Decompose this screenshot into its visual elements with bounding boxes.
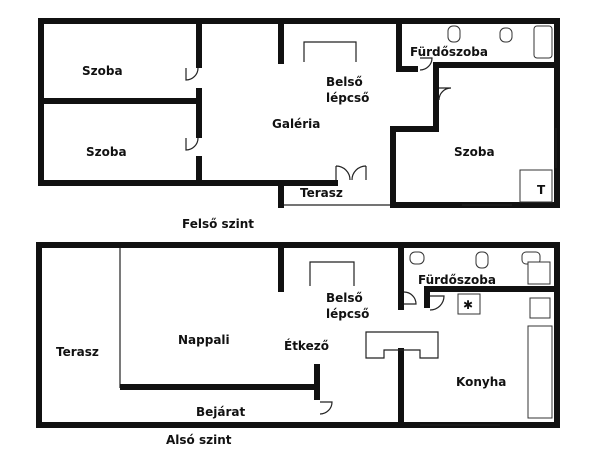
- lower-door-stair: [403, 291, 417, 305]
- lower-floor-caption: Alsó szint: [166, 433, 232, 447]
- upper-wall-left: [38, 18, 44, 186]
- upper-room2-label: Szoba: [86, 145, 127, 159]
- upper-room1-label: Szoba: [82, 64, 123, 78]
- lower-wall-bath-left: [398, 248, 404, 310]
- lower-wall-stair-stub: [278, 248, 284, 292]
- upper-room3-label: Szoba: [454, 145, 495, 159]
- upper-wall-room3-left: [390, 126, 396, 208]
- upper-floor: Szoba Szoba Galéria Belső lépcső Fürdősz…: [38, 18, 560, 208]
- lower-stairs-label-2: lépcső: [326, 307, 369, 321]
- upper-door-room2: [185, 137, 199, 151]
- lower-sink-1: [409, 251, 425, 265]
- lower-wall-bath-bottom: [424, 286, 560, 292]
- lower-wall-entrance-post: [314, 364, 320, 400]
- upper-terrace-post: [278, 180, 284, 208]
- lower-wall-bath-stub: [424, 286, 430, 308]
- upper-wall-room3-top: [390, 126, 438, 132]
- upper-stairs-label-2: lépcső: [326, 91, 369, 105]
- upper-wall-top: [38, 18, 560, 24]
- upper-gallery-label: Galéria: [272, 117, 320, 131]
- upper-terrace-label: Terasz: [300, 186, 343, 200]
- upper-floor-caption: Felső szint: [182, 217, 254, 231]
- lower-living-label: Nappali: [178, 333, 230, 347]
- upper-door-bath: [419, 57, 433, 71]
- lower-wall-bottom: [36, 422, 560, 428]
- lower-wall-right: [554, 242, 560, 428]
- upper-wall-bath-bottom-left: [396, 66, 418, 72]
- upper-wall-bath-left: [396, 18, 402, 70]
- lower-kitchen-label: Konyha: [456, 375, 506, 389]
- upper-wall-rooms-right-a: [196, 24, 202, 68]
- lower-stairs: [309, 261, 355, 286]
- upper-wall-right: [554, 18, 560, 208]
- upper-wall-rooms-right-b: [196, 88, 202, 138]
- lower-wall-living-bottom: [120, 384, 320, 390]
- lower-bathroom-label: Fürdőszoba: [418, 273, 496, 287]
- lower-dining-label: Étkező: [284, 338, 329, 353]
- lower-shower: [527, 261, 551, 285]
- upper-door-terrace-right: [351, 165, 367, 181]
- lower-kitchen-sink: [529, 297, 551, 319]
- lower-stove-icon: ✱: [463, 298, 473, 312]
- lower-stove: [457, 293, 481, 315]
- upper-bathroom-label: Fürdőszoba: [410, 45, 488, 59]
- upper-door-terrace-left: [335, 165, 351, 181]
- upper-door-stair: [438, 87, 452, 101]
- lower-door-entrance: [319, 401, 333, 415]
- upper-sink: [499, 27, 513, 43]
- lower-floor: ✱ Terasz Nappali Belső lépcső Étkező Für…: [36, 242, 560, 428]
- lower-stairs-label-1: Belső: [326, 291, 363, 305]
- upper-door-room1: [185, 67, 199, 81]
- upper-bathtub: [533, 25, 553, 59]
- upper-stairs-label-1: Belső: [326, 75, 363, 89]
- upper-wall-rooms-right-c: [196, 156, 202, 186]
- lower-kitchen-counter: [527, 325, 553, 419]
- lower-wall-top: [36, 242, 560, 248]
- upper-wall-stair-right: [433, 62, 439, 132]
- lower-entrance-label: Bejárat: [196, 405, 246, 419]
- upper-t-mark: T: [537, 183, 546, 197]
- upper-wall-bottom-left: [38, 180, 338, 186]
- upper-toilet: [447, 25, 461, 43]
- lower-terrace-label: Terasz: [56, 345, 99, 359]
- upper-wall-bath-bottom: [433, 62, 560, 68]
- upper-stairs: [303, 41, 357, 62]
- upper-wall-gallery-stub: [278, 24, 284, 64]
- lower-wall-kitchen-left: [398, 348, 404, 428]
- upper-t-box: [519, 169, 553, 203]
- lower-door-bath: [429, 295, 445, 311]
- upper-wall-rooms-divider: [44, 98, 200, 104]
- lower-wall-left: [36, 242, 42, 428]
- lower-toilet: [475, 251, 489, 269]
- lower-kitchen-island: [365, 331, 439, 359]
